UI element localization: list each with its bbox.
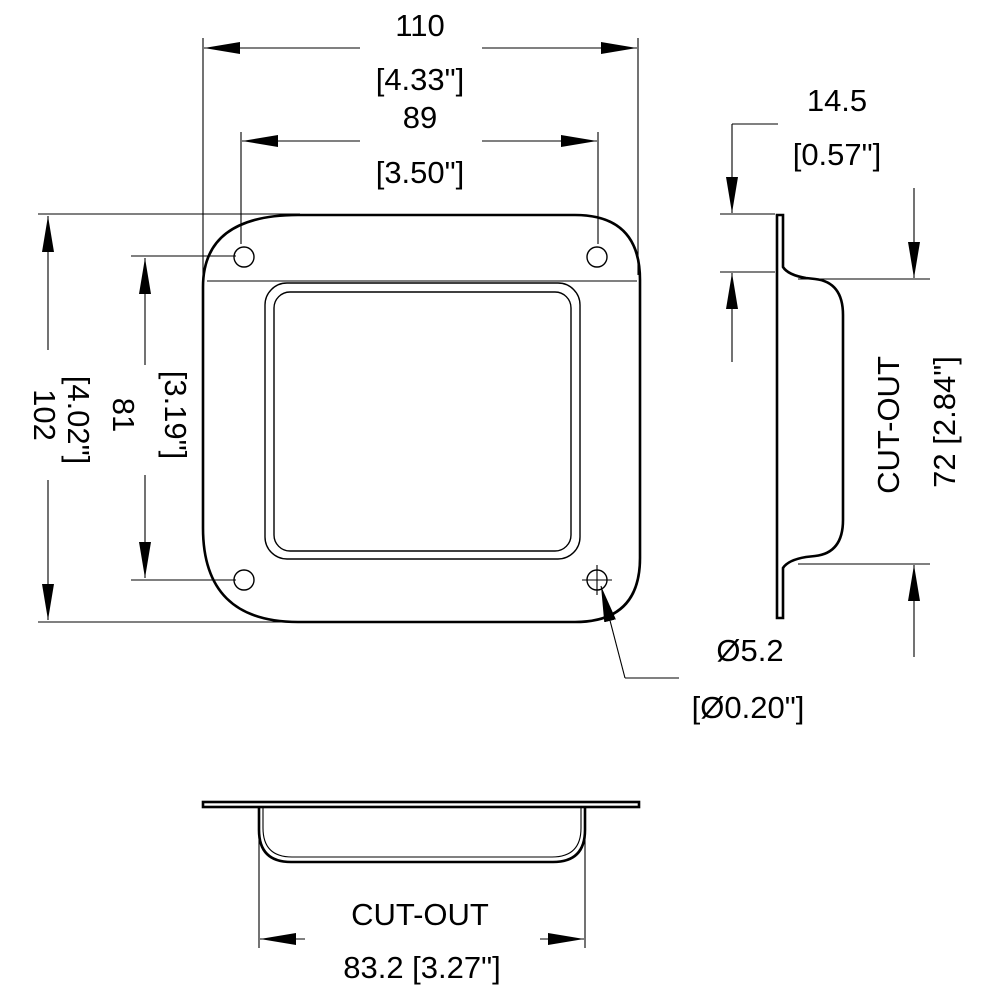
dim-hole-diameter-inch: [Ø0.20"] <box>692 690 805 725</box>
bottom-recess <box>257 808 587 864</box>
dim-overall-height-inch: [4.02"] <box>61 376 96 465</box>
dim-overall-width-inch: [4.33"] <box>376 62 465 97</box>
bottom-view <box>201 800 641 864</box>
dim-overall-width: 110 [4.33"] <box>202 8 639 278</box>
dim-overall-width-mm: 110 <box>395 8 444 43</box>
dim-cutout-width-value: 83.2 [3.27"] <box>343 950 501 985</box>
dim-hole-diameter: Ø5.2 [Ø0.20"] <box>600 585 805 725</box>
dim-hole-spacing-y: 81 [3.19"] <box>106 255 236 581</box>
dim-hole-spacing-x-inch: [3.50"] <box>376 155 465 190</box>
dim-overall-height-mm: 102 <box>27 389 62 441</box>
bottom-flange <box>201 800 641 809</box>
dim-cutout-height-value: 72 [2.84"] <box>927 356 962 488</box>
front-view <box>201 213 642 624</box>
dim-cutout-width: CUT-OUT 83.2 [3.27"] <box>258 832 586 985</box>
plate-outline <box>201 213 642 624</box>
dim-cutout-height-label: CUT-OUT <box>871 356 906 494</box>
dim-hole-spacing-y-mm: 81 <box>106 398 141 432</box>
dim-cutout-height: CUT-OUT 72 [2.84"] <box>798 188 962 657</box>
dim-hole-diameter-mm: Ø5.2 <box>716 633 783 668</box>
dim-cutout-width-label: CUT-OUT <box>351 897 489 932</box>
mounting-hole-bottom-left <box>233 569 255 591</box>
recess-inner <box>273 291 572 552</box>
mounting-hole-top-left <box>233 246 255 268</box>
dim-hole-spacing-x: 89 [3.50"] <box>240 100 599 244</box>
mounting-hole-top-right <box>586 246 608 268</box>
dim-flange-depth-mm: 14.5 <box>807 83 867 118</box>
recess-outer <box>264 282 581 560</box>
dim-flange-depth: 14.5 [0.57"] <box>720 83 881 362</box>
side-profile <box>775 213 845 620</box>
dim-hole-spacing-y-inch: [3.19"] <box>158 371 193 460</box>
dim-overall-height: 102 [4.02"] <box>27 213 300 623</box>
dim-flange-depth-inch: [0.57"] <box>793 137 882 172</box>
side-view <box>775 213 845 620</box>
dim-hole-spacing-x-mm: 89 <box>403 100 437 135</box>
